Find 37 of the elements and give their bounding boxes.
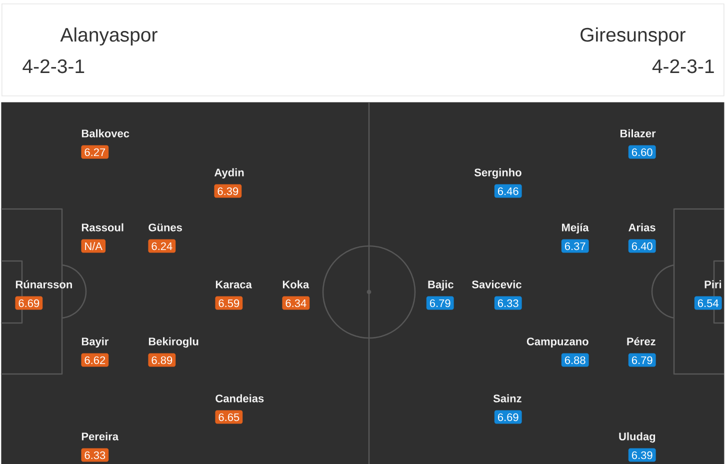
rating-badge: 6.33 [81,448,109,462]
player-name: Mejía [562,223,589,234]
player-name: Piri [704,280,722,288]
rating-badge: 6.59 [215,296,243,310]
player-name: Bilazer [620,129,656,138]
formation-label: 4-2-3-1 [652,59,714,74]
player-name: Uludag [619,432,656,443]
player-name: Karaca [216,280,252,288]
rating-badge: 6.24 [148,239,176,253]
player-name: Savicevic [472,280,522,288]
player-name: Pereira [82,432,119,440]
rating-badge: 6.34 [282,296,310,310]
rating-badge: 6.69 [15,296,43,310]
player-name: Serginho [474,168,522,179]
player-name: Aydin [214,168,244,179]
rating-badge: 6.65 [215,410,243,424]
player-name: Rúnarsson [16,280,72,288]
player-name: Günes [148,224,182,232]
team-name: Alanyaspor [60,27,158,46]
rating-badge: N/A [81,239,106,253]
player-name: Campuzano [526,338,588,348]
player-name: Balkovec [82,129,130,138]
player-name: Arias [628,223,656,232]
rating-badge: 6.27 [81,145,109,159]
player-name: Candeias [216,394,264,402]
formation-label: 4-2-3-1 [22,59,84,74]
player-name: Koka [282,280,310,288]
player-name: Sainz [493,394,522,402]
player-name: Bekiroglu [148,337,198,348]
player-name: Pérez [627,337,656,346]
rating-badge: 6.62 [81,353,109,367]
player-name: Bajic [428,280,454,291]
team-name: Giresunspor [580,27,686,46]
player-name: Bayir [82,337,109,348]
rating-badge: 6.89 [148,353,176,367]
player-name: Rassoul [82,223,124,232]
rating-badge: 6.39 [214,184,242,198]
